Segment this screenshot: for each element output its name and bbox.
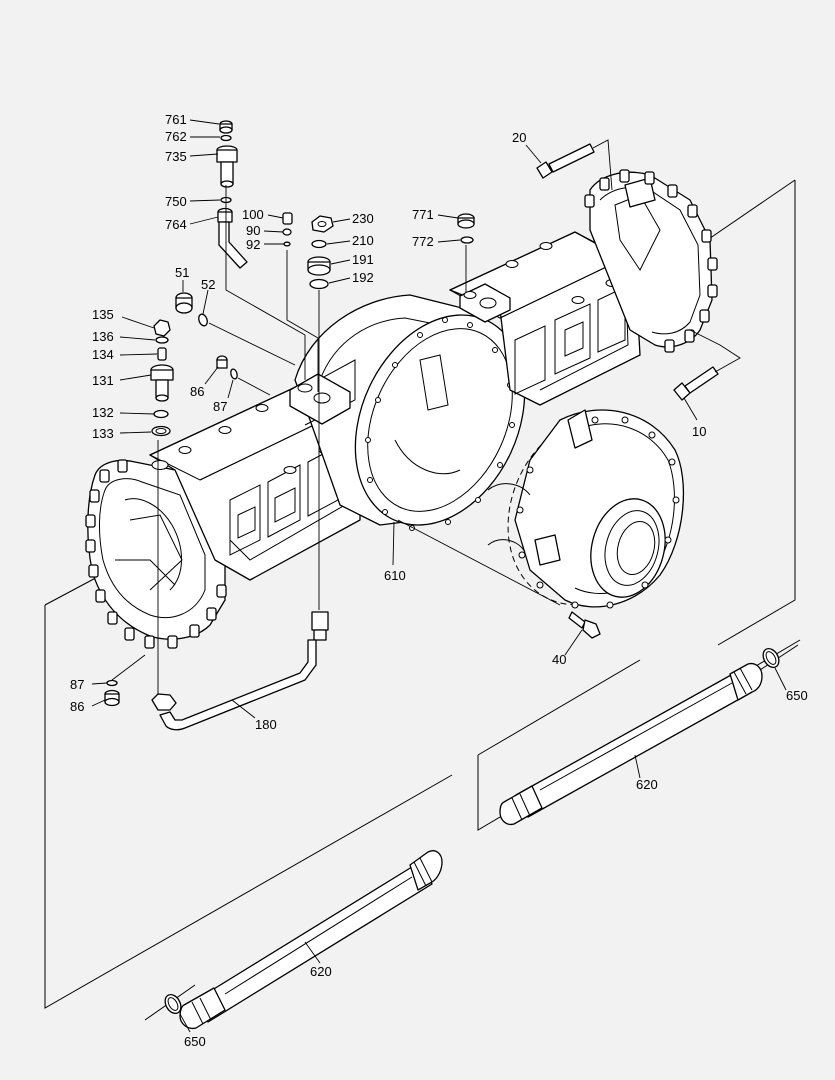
right-flange-teeth	[584, 169, 718, 353]
right-axle-arm	[448, 231, 641, 406]
label-210: 210	[352, 233, 374, 248]
label-100: 100	[242, 207, 264, 222]
right-hub-flange	[584, 169, 718, 353]
label-610: 610	[384, 568, 406, 583]
label-87-lower: 87	[70, 677, 84, 692]
pipe-180	[151, 611, 329, 731]
differential-carrier	[487, 409, 684, 609]
flange-bolt-holes	[365, 317, 515, 531]
label-40: 40	[552, 652, 566, 667]
left-axle-arm	[148, 384, 361, 581]
label-20: 20	[512, 130, 526, 145]
label-87-upper: 87	[213, 399, 227, 414]
label-52: 52	[201, 277, 215, 292]
label-180: 180	[255, 717, 277, 732]
left-flange-teeth	[85, 459, 227, 649]
bolt-10	[673, 366, 719, 401]
parts-top-left-column	[216, 120, 248, 269]
label-92: 92	[246, 237, 260, 252]
label-650-lower: 650	[184, 1034, 206, 1049]
label-750: 750	[165, 194, 187, 209]
label-192: 192	[352, 270, 374, 285]
label-86-lower: 86	[70, 699, 84, 714]
label-51: 51	[175, 265, 189, 280]
label-86-upper: 86	[190, 384, 204, 399]
label-772: 772	[412, 234, 434, 249]
label-762: 762	[165, 129, 187, 144]
parts-top-mid-column	[282, 143, 595, 290]
label-131: 131	[92, 373, 114, 388]
label-620-upper: 620	[636, 777, 658, 792]
label-135: 135	[92, 307, 114, 322]
carrier-bolts	[516, 416, 680, 609]
label-10: 10	[692, 424, 706, 439]
label-134: 134	[92, 347, 114, 362]
label-133: 133	[92, 426, 114, 441]
central-differential-housing	[289, 294, 526, 531]
part-labels: 761 762 735 750 764 100 90 92 230 210 19…	[70, 112, 808, 1049]
label-leaders	[91, 119, 787, 1033]
assembly-lines	[111, 139, 741, 695]
bolt-40	[568, 611, 601, 639]
label-230: 230	[352, 211, 374, 226]
parts-left-column	[104, 292, 238, 707]
shaft-lower-620	[164, 850, 443, 1030]
label-771: 771	[412, 207, 434, 222]
label-191: 191	[352, 252, 374, 267]
label-735: 735	[165, 149, 187, 164]
label-650-upper: 650	[786, 688, 808, 703]
label-620-lower: 620	[310, 964, 332, 979]
frame-lines	[44, 179, 801, 1021]
shaft-upper-620	[499, 648, 780, 826]
label-90: 90	[246, 223, 260, 238]
label-761: 761	[165, 112, 187, 127]
label-136: 136	[92, 329, 114, 344]
label-764: 764	[165, 217, 187, 232]
label-132: 132	[92, 405, 114, 420]
